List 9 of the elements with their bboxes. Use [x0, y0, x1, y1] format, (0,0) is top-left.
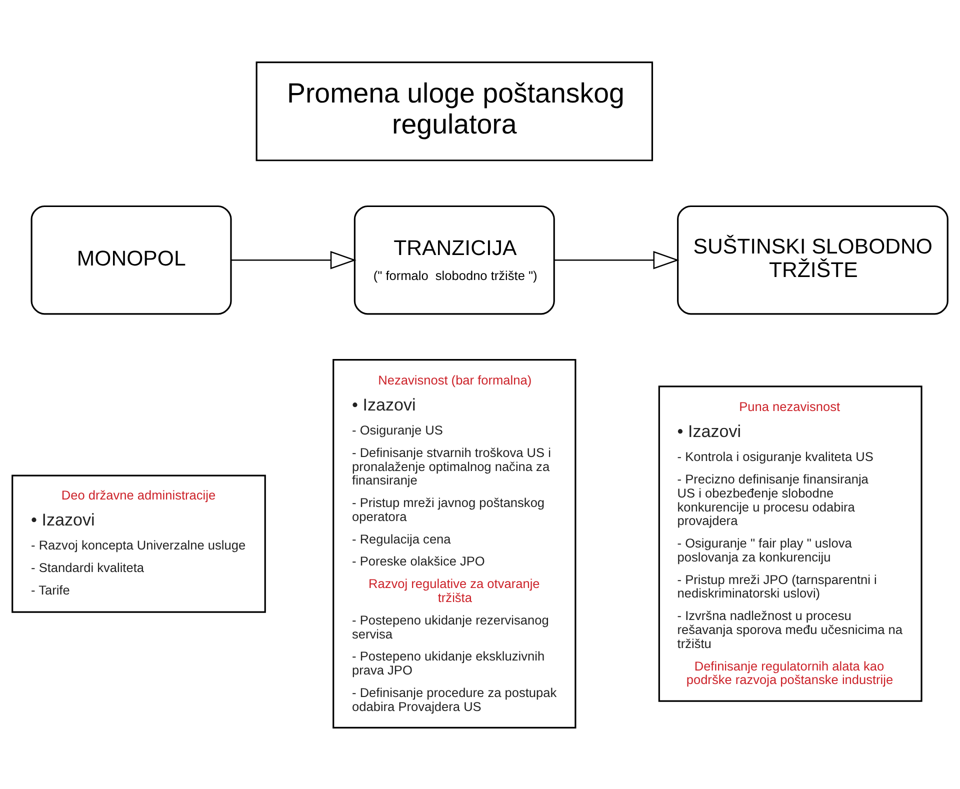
node-box: Puna nezavisnost • Izazovi - Kontrola i osiguranje kvaliteta US - Precizno definisanje finansiranja US i obezbeđenje slobodne konkurencije u procesu odabira provajdera - Osiguranje " fair play " uslova poslovanja za konkurenciju - Pristup mreži JPO (tarnsparentni i nediskriminatorski uslovi) - Izvršna nadležnost u procesu rešavanja sporova među učesnicima na tržištu Definisanje regulatornih alata kao podrške razvoja poštanske industrije: [658, 385, 922, 702]
node-box: Nezavisnost (bar formalna) • Izazovi - Osiguranje US - Definisanje stvarnih troškova US i pronalaženje optimalnog načina za finansiranje - Pristup mreži javnog poštanskog operatora - Regulacija cena - Poreske olakšice JPO Razvoj regulative za otvaranje tržišta - Postepeno ukidanje rezervisanog servisa - Postepeno ukidanje ekskluzivnih prava JPO - Definisanje procedure za postupak odabira Provajdera US: [332, 358, 576, 728]
node-box: SUŠTINSKI SLOBODNO TRŽIŠTE: [677, 204, 948, 314]
arrow: [554, 250, 680, 269]
node-box: Promena uloge poštanskog regulatora: [256, 60, 654, 161]
node-box: Deo državne administracije • Izazovi - Razvoj koncepta Univerzalne usluge - Standardi kvaliteta - Tarife: [12, 474, 266, 612]
node-box: MONOPOL: [30, 204, 232, 314]
node-box: TRANZICIJA (" formalo slobodno tržište "): [354, 204, 555, 314]
arrow: [230, 250, 356, 269]
